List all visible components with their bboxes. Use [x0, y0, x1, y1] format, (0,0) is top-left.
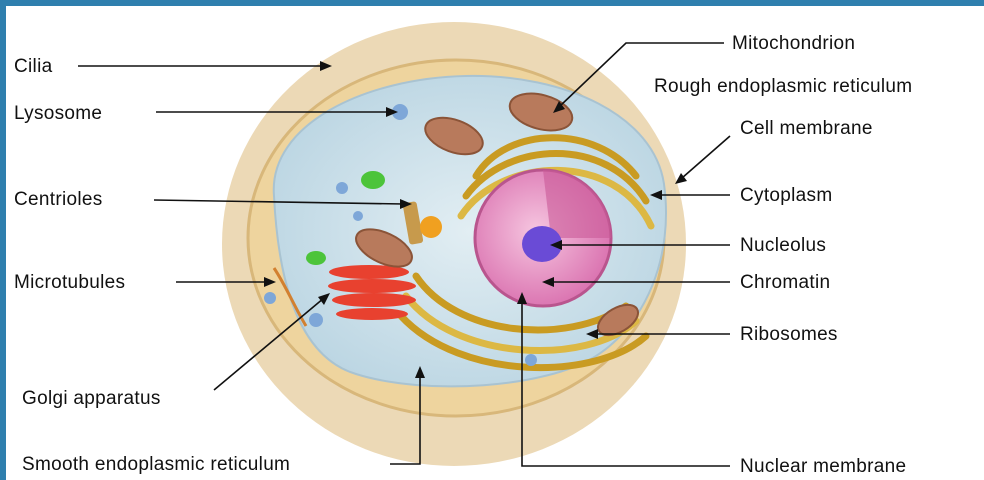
label-cilia: Cilia — [14, 56, 53, 77]
label-cell-membrane: Cell membrane — [740, 118, 873, 139]
label-microtubules: Microtubules — [14, 272, 125, 293]
label-golgi: Golgi apparatus — [22, 388, 161, 409]
label-nucleolus: Nucleolus — [740, 235, 826, 256]
cell-illustration — [222, 22, 686, 466]
label-chromatin: Chromatin — [740, 272, 830, 293]
label-lysosome: Lysosome — [14, 103, 102, 124]
diagram-frame: Cilia Lysosome Centrioles Microtubules G… — [6, 6, 984, 480]
label-cytoplasm: Cytoplasm — [740, 185, 832, 206]
label-centrioles: Centrioles — [14, 189, 103, 210]
label-nuclear-membrane: Nuclear membrane — [740, 456, 906, 477]
pointer-cell-membrane — [682, 136, 730, 178]
label-rough-er: Rough endoplasmic reticulum — [654, 76, 912, 97]
cell-diagram: Cilia Lysosome Centrioles Microtubules G… — [6, 6, 984, 480]
label-ribosomes: Ribosomes — [740, 324, 838, 345]
label-smooth-er: Smooth endoplasmic reticulum — [22, 454, 290, 475]
label-mitochondrion: Mitochondrion — [732, 33, 855, 54]
green-vesicle-2 — [306, 251, 326, 265]
green-vesicle — [361, 171, 385, 189]
